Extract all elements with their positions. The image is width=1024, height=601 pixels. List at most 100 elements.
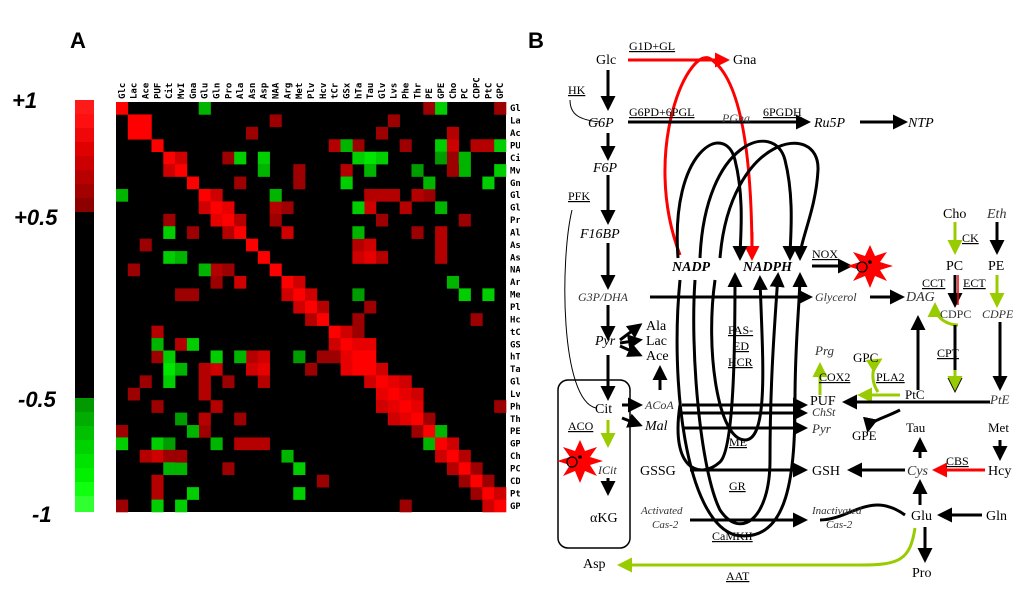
heatmap-cell: [364, 300, 377, 314]
scale-label-plus-1: +1: [12, 88, 37, 113]
heatmap-col-label: Glc: [118, 83, 128, 99]
heatmap-cell: [198, 188, 211, 202]
heatmap-cell: [127, 114, 140, 128]
heatmap-cell: [116, 188, 129, 202]
ntp-label: NTP: [907, 116, 934, 131]
heatmap-cell: [387, 412, 400, 426]
heatmap-row-label: Asn: [510, 241, 520, 251]
heatmap-cell: [186, 288, 200, 302]
heatmap-cell: [222, 226, 235, 239]
heatmap-cell: [222, 462, 235, 476]
enzyme-camkii: CaMKII: [712, 529, 753, 543]
heatmap-row-label: PC: [510, 465, 520, 475]
heatmap-cell: [257, 164, 270, 177]
heatmap-col-label: Gln: [213, 83, 223, 99]
heatmap-col-label: Glv: [378, 82, 388, 99]
heatmap-row-labels: GlcLacAcePUFCitMvIGnaGluGlnProAlaAsnAspN…: [510, 104, 532, 512]
enzyme-hcr: HCR: [728, 355, 753, 369]
heatmap-cell: [470, 462, 483, 476]
heatmap-cell: [151, 400, 164, 413]
heatmap-cell: [198, 425, 211, 438]
heatmap-cell: [376, 387, 389, 401]
heatmap-col-label: Plv: [307, 82, 317, 99]
heatmap-cell: [446, 139, 460, 152]
heatmap-cell: [328, 338, 341, 351]
heatmap-cell: [399, 499, 412, 513]
heatmap-cell: [494, 102, 507, 115]
heatmap-cell: [494, 164, 507, 177]
heatmap-cell: [281, 201, 294, 215]
chst-label: ChSt: [812, 405, 836, 419]
heatmap-cell: [234, 176, 247, 190]
heatmap-cell: [139, 114, 152, 128]
heatmap-cell: [340, 164, 353, 177]
heatmap-cell: [387, 114, 400, 128]
heatmap-cell: [364, 350, 377, 364]
heatmap-cell: [246, 350, 259, 364]
heatmap-cell: [387, 375, 400, 389]
heatmap-cell: [293, 275, 306, 289]
heatmap-cell: [198, 263, 211, 277]
heatmap-cells: [116, 102, 507, 513]
heatmap-cell: [316, 313, 330, 326]
heatmap-cell: [411, 412, 424, 426]
heatmap-cell: [163, 151, 176, 165]
heatmap-cell: [163, 251, 176, 264]
activated-cas2-label-1: Activated: [640, 505, 683, 517]
heatmap-cell: [494, 400, 507, 413]
heatmap-row-label: MvI: [510, 166, 520, 176]
heatmap-cell: [151, 437, 164, 451]
heatmap-cell: [210, 362, 223, 376]
heatmap-cell: [316, 474, 330, 488]
gpc-label: GPC: [853, 350, 878, 365]
heatmap-cell: [376, 362, 389, 376]
heatmap-cell: [210, 437, 223, 451]
heatmap-cell: [222, 213, 235, 227]
heatmap-cell: [116, 437, 129, 451]
heatmap-col-label: Phe: [402, 82, 412, 99]
heatmap-cell: [210, 350, 223, 364]
asp-label: Asp: [583, 557, 606, 572]
enzyme-gr: GR: [729, 479, 746, 493]
heatmap-cell: [163, 213, 176, 227]
ace-label: Ace: [646, 349, 669, 364]
pathway-svg: B: [528, 28, 1014, 583]
heatmap-col-label: Glu: [201, 83, 211, 99]
heatmap-cell: [127, 263, 140, 277]
heatmap-cell: [364, 238, 377, 252]
heatmap-cell: [175, 449, 188, 463]
pathway-arrows: [600, 52, 1008, 573]
heatmap-cell: [246, 126, 259, 140]
heatmap-cell: [458, 449, 471, 463]
inactivated-cas2-label-1: Inactivated: [811, 505, 862, 517]
heatmap-cell: [482, 288, 495, 302]
hk-inhibit-line: [569, 99, 601, 123]
heatmap-row-label: PtC: [510, 489, 520, 499]
enzyme-ck: CK: [962, 231, 979, 245]
puf-label: PUF: [810, 394, 836, 409]
heatmap-cell: [246, 362, 259, 376]
heatmap-cell: [494, 487, 507, 500]
glc-label: Glc: [596, 53, 616, 68]
enzyme-aco: ACO: [568, 419, 594, 433]
heatmap-row-label: GPC: [510, 502, 520, 512]
aco-burst-icon: [557, 440, 603, 483]
heatmap-cell: [458, 288, 471, 302]
heatmap-cell: [340, 362, 353, 376]
heatmap-cell: [352, 151, 365, 165]
scale-label-plus-0-5: +0.5: [14, 205, 58, 230]
heatmap-row-label: Glu: [510, 191, 520, 201]
heatmap-cell: [198, 362, 211, 376]
heatmap-row-label: PUF: [510, 142, 520, 152]
heatmap-cell: [399, 375, 412, 389]
glycerol-label: Glycerol: [815, 290, 857, 304]
heatmap-cell: [269, 213, 282, 227]
enzyme-cpt: CPT: [937, 346, 960, 360]
heatmap-cell: [316, 300, 330, 314]
heatmap-cell: [234, 226, 247, 239]
pgna-label: PGna: [721, 111, 750, 125]
akg-label: αKG: [590, 511, 618, 526]
heatmap-cell: [446, 164, 460, 177]
heatmap-cell: [340, 139, 353, 152]
gsh-label: GSH: [812, 464, 840, 479]
